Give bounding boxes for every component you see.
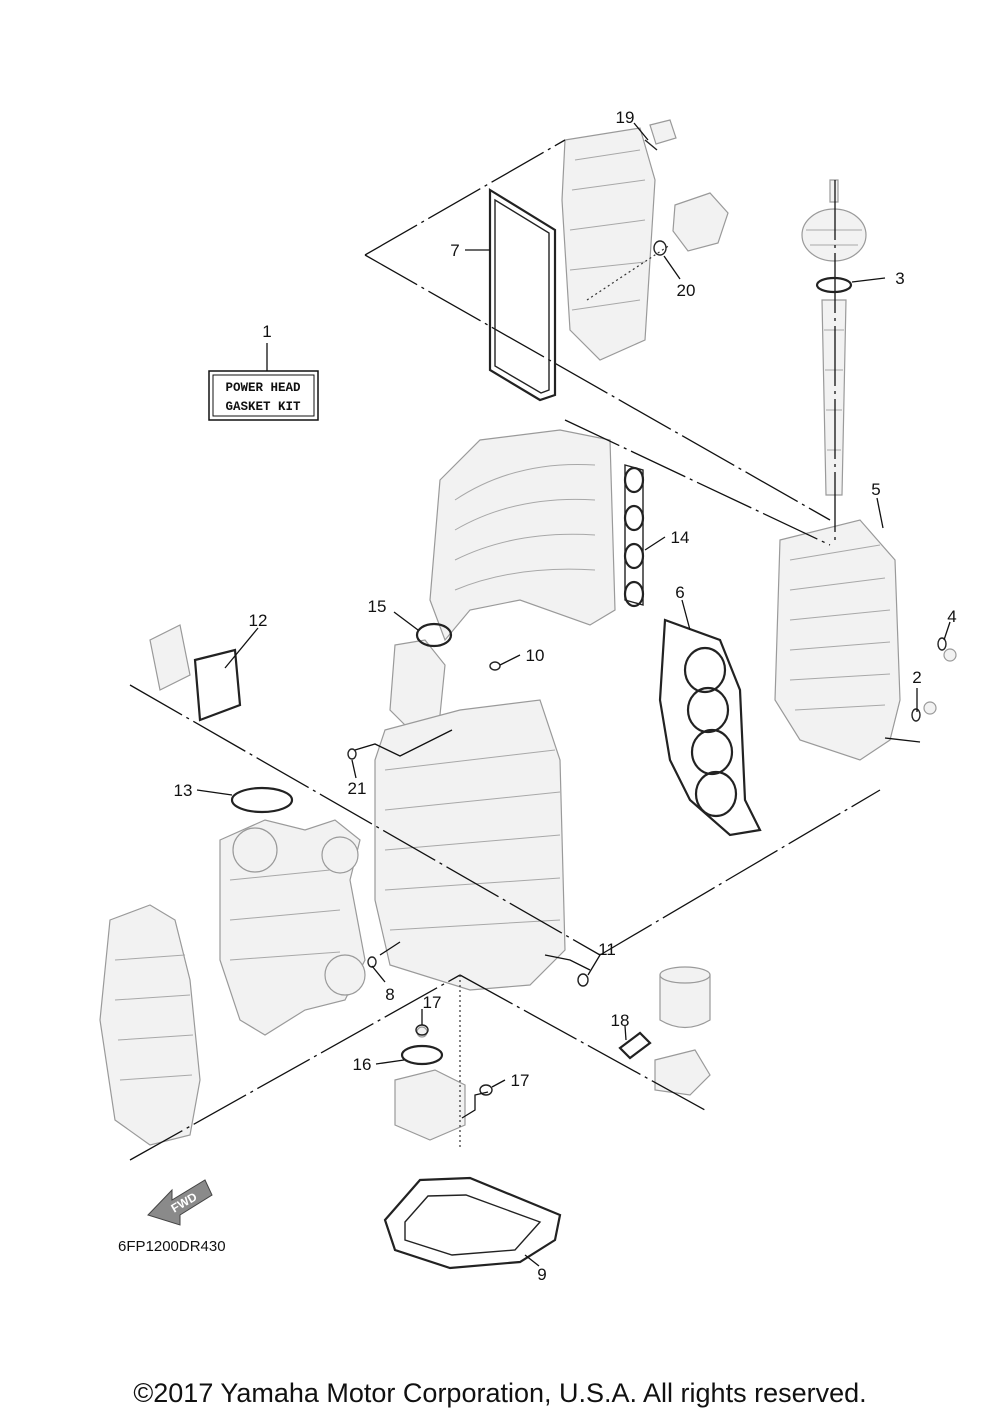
oil-pump-oring [400, 1044, 444, 1066]
callout-11: 11 [598, 940, 616, 959]
intake-manifold-drawing [389, 429, 616, 736]
callout-8: 8 [385, 985, 394, 1004]
assembly-lines [129, 139, 881, 1161]
oring-2 [911, 708, 921, 722]
callout-21: 21 [348, 779, 367, 798]
head-cover-gasket [488, 188, 557, 402]
gaskets [193, 139, 947, 1270]
callout-3: 3 [895, 269, 904, 288]
callout-18: 18 [611, 1011, 630, 1030]
oring-20 [653, 240, 667, 256]
callout-10: 10 [526, 646, 545, 665]
callout-6: 6 [675, 583, 684, 602]
callout-numbers: 1 2 3 4 5 6 7 8 9 10 11 12 13 14 15 16 1… [174, 108, 957, 1284]
oring-8 [367, 956, 377, 968]
camshaft-oring [815, 276, 853, 294]
callout-4: 4 [947, 607, 956, 626]
callout-13: 13 [174, 781, 193, 800]
cover-gasket [193, 648, 242, 722]
callout-20: 20 [677, 281, 696, 300]
oring-21 [347, 748, 357, 760]
kit-label-line1: POWER HEAD [225, 381, 301, 395]
camshaft-drawing [801, 179, 867, 496]
crankshaft-drawing [219, 819, 366, 1036]
cylinder-head-gasket [658, 618, 762, 837]
callout-9: 9 [537, 1265, 546, 1284]
leader-lines [196, 122, 951, 1267]
seal-19 [644, 139, 658, 151]
oring-11 [577, 973, 589, 987]
kit-label-line2: GASKET KIT [225, 400, 301, 414]
diagram-code: 6FP1200DR430 [118, 1238, 226, 1255]
oring-17b [479, 1084, 493, 1096]
gasket-kit-box: POWER HEAD GASKET KIT [208, 370, 319, 421]
callout-14: 14 [671, 528, 690, 547]
callout-15: 15 [368, 597, 387, 616]
callout-7: 7 [450, 241, 459, 260]
oil-pump-drawing [394, 1026, 466, 1141]
thermostat-oring [415, 622, 453, 648]
fwd-arrow: FWD [147, 1179, 213, 1226]
intake-manifold-gasket [623, 464, 645, 608]
callout-17b: 17 [511, 1071, 530, 1090]
callout-1: 1 [262, 322, 271, 341]
oring-10 [489, 661, 501, 671]
cylinder-head-drawing [774, 519, 957, 761]
crankcase-drawing [149, 624, 566, 991]
gasket-18 [618, 1031, 652, 1060]
exhaust-guide-gasket [383, 1176, 562, 1270]
oring-4 [937, 637, 947, 651]
callout-17a: 17 [423, 993, 442, 1012]
exhaust-cover-drawing [99, 904, 201, 1146]
copyright-notice: ©2017 Yamaha Motor Corporation, U.S.A. A… [133, 1378, 867, 1408]
callout-5: 5 [871, 480, 880, 499]
cylinder-head-cover-drawing [561, 119, 729, 361]
crankshaft-seal [230, 786, 294, 814]
callout-19: 19 [616, 108, 635, 127]
callout-16: 16 [353, 1055, 372, 1074]
callout-2: 2 [912, 668, 921, 687]
callout-12: 12 [249, 611, 268, 630]
oil-filter-drawing [654, 966, 711, 1096]
